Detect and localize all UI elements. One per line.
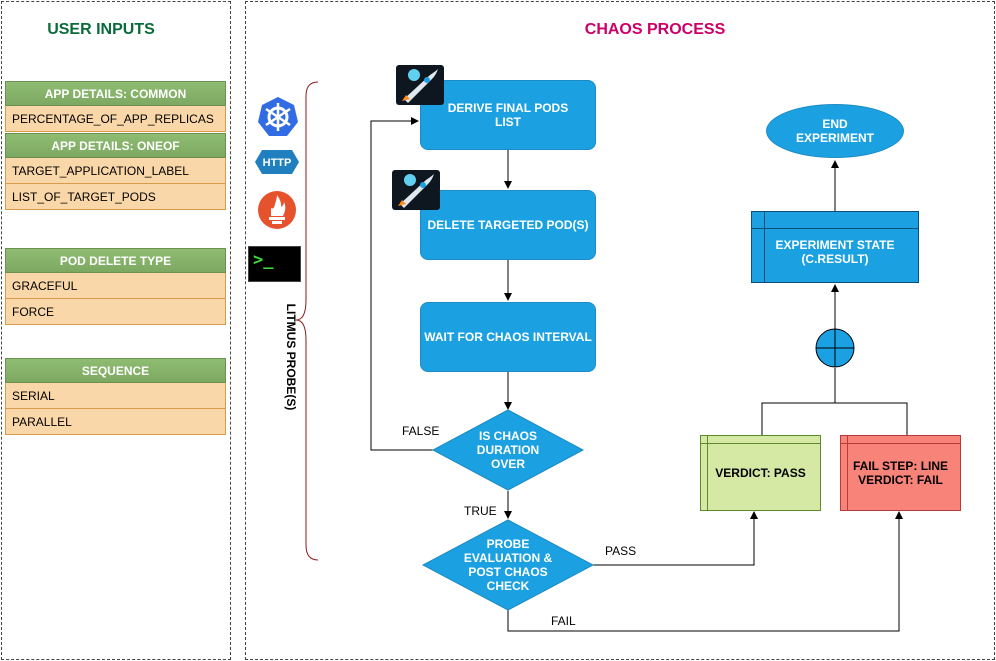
app-details-oneof-table: APP DETAILS: ONEOF TARGET_APPLICATION_LA… [5,133,226,210]
wait-interval-node: WAIT FOR CHAOS INTERVAL [420,302,596,372]
table-row: SERIAL [5,383,226,409]
verdict-pass-text: VERDICT: PASS [715,466,806,480]
verdict-fail-step-text: FAIL STEP: LINE [852,459,949,473]
http-icon: HTTP [254,148,300,176]
table-header: APP DETAILS: COMMON [5,81,226,106]
user-inputs-panel [1,1,231,660]
experiment-state-side [751,211,765,283]
fail-edge-label: FAIL [551,614,576,628]
svg-text:HTTP: HTTP [263,157,292,169]
chaos-process-title: CHAOS PROCESS [584,21,726,38]
terminal-icon: >_ [248,246,301,282]
table-header: APP DETAILS: ONEOF [5,133,226,158]
table-row: GRACEFUL [5,273,226,299]
table-row: FORCE [5,299,226,325]
litmus-probe-label: LITMUS PROBE(S) [284,303,298,411]
probe-eval-node: PROBE EVALUATION & POST CHAOS CHECK [463,537,553,593]
terminal-prompt-text: >_ [253,250,274,270]
table-row: TARGET_APPLICATION_LABEL [5,158,226,184]
false-edge-label: FALSE [402,424,440,438]
kubernetes-icon [256,95,300,139]
app-details-common-table: APP DETAILS: COMMON PERCENTAGE_OF_APP_RE… [5,81,226,132]
pod-delete-type-table: POD DELETE TYPE GRACEFUL FORCE [5,248,226,325]
duration-check-shape [431,409,585,491]
pass-edge-label: PASS [605,544,637,558]
verdict-pass-node: VERDICT: PASS [700,435,821,511]
duration-check-node: IS CHAOS DURATION OVER [476,429,540,471]
verdict-pass-header [700,435,821,444]
litmus-rocket-icon [396,65,444,105]
probe-brace [295,81,319,561]
table-header: POD DELETE TYPE [5,248,226,273]
sequence-table: SEQUENCE SERIAL PARALLEL [5,358,226,435]
end-experiment-text: EXPERIMENT [795,131,874,145]
verdict-fail-side [840,435,848,511]
verdict-pass-side [700,435,708,511]
experiment-state-header [751,211,919,229]
end-experiment-node: END EXPERIMENT [766,104,904,158]
prometheus-icon [257,190,297,230]
table-row: LIST_OF_TARGET_PODS [5,184,226,210]
delete-pods-node: DELETE TARGETED POD(S) [420,190,596,260]
verdict-fail-header [840,435,961,444]
experiment-state-node: EXPERIMENT STATE (C.RESULT) [751,211,919,283]
user-inputs-title: USER INPUTS [47,21,155,38]
table-header: SEQUENCE [5,358,226,383]
verdict-fail-node: FAIL STEP: LINE VERDICT: FAIL [840,435,961,511]
derive-pods-node: DERIVE FINAL PODS LIST [420,80,596,150]
table-row: PERCENTAGE_OF_APP_REPLICAS [5,106,226,132]
table-row: PARALLEL [5,409,226,435]
litmus-rocket-icon [392,170,440,210]
experiment-state-result: (C.RESULT) [801,252,869,266]
end-text: END [822,117,848,131]
experiment-state-text: EXPERIMENT STATE [775,238,895,252]
probe-eval-shape [421,519,595,611]
true-edge-label: TRUE [464,504,497,518]
verdict-fail-text: VERDICT: FAIL [858,473,943,487]
chaos-process-panel [245,1,995,660]
